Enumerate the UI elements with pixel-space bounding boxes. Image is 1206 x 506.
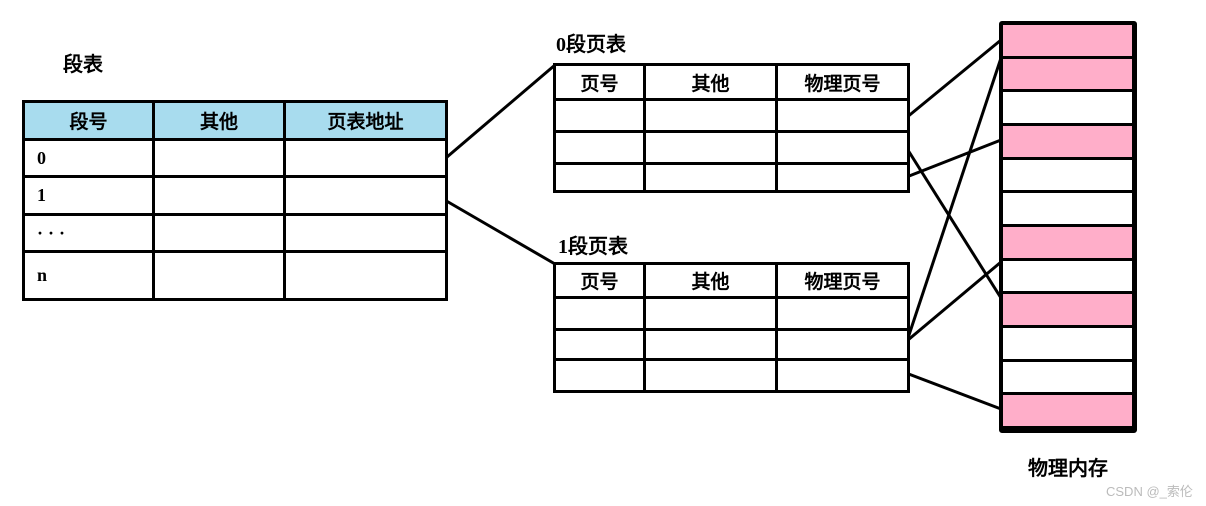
page-table-1: 页号 其他 物理页号 <box>553 262 910 393</box>
table-cell <box>283 250 448 301</box>
header-page-number: 页号 <box>553 63 646 101</box>
table-cell <box>283 138 448 178</box>
table-cell <box>152 138 286 178</box>
table-cell <box>643 162 778 193</box>
table-cell <box>775 98 910 133</box>
table-cell <box>643 296 778 331</box>
memory-cell-10 <box>1003 325 1132 359</box>
memory-cell-7 <box>1003 224 1132 258</box>
table-cell <box>152 213 286 253</box>
page-table-1-row-1 <box>553 296 910 331</box>
table-cell <box>643 328 778 361</box>
page-table-1-row-2 <box>553 328 910 361</box>
page-table-0-row-2 <box>553 130 910 165</box>
table-cell <box>553 162 646 193</box>
header-page-number: 页号 <box>553 262 646 299</box>
table-cell <box>643 130 778 165</box>
memory-cell-4 <box>1003 123 1132 157</box>
header-physical-page-number: 物理页号 <box>775 262 910 299</box>
physical-memory <box>999 21 1137 433</box>
header-other: 其他 <box>152 100 286 141</box>
table-cell <box>775 162 910 193</box>
connector-seg1-to-pagetable1 <box>443 199 556 266</box>
segment-table-header-row: 段号 其他 页表地址 <box>22 100 448 141</box>
connector-pt0r2-to-frame9 <box>904 146 1003 299</box>
memory-cell-8 <box>1003 257 1132 292</box>
memory-cell-9 <box>1003 291 1132 326</box>
segment-table-row-ellipsis: ··· <box>22 213 448 253</box>
connector-pt1r2-to-frame7 <box>907 260 1002 342</box>
segment-table: 段号 其他 页表地址 0 1 ··· n <box>22 100 448 301</box>
connector-seg0-to-pagetable0 <box>447 63 556 157</box>
segment-table-title: 段表 <box>63 54 103 76</box>
table-cell <box>553 296 646 331</box>
segment-table-row-n: n <box>22 250 448 301</box>
table-cell <box>553 98 646 133</box>
memory-cell-11 <box>1003 358 1132 393</box>
segment-number-cell: 1 <box>22 175 155 216</box>
header-physical-page-number: 物理页号 <box>775 63 910 101</box>
page-table-1-row-3 <box>553 358 910 393</box>
header-page-table-address: 页表地址 <box>283 100 448 141</box>
page-table-0-row-3 <box>553 162 910 193</box>
segment-number-cell: 0 <box>22 138 155 178</box>
watermark: CSDN @_索伦 <box>1106 484 1193 499</box>
memory-cell-6 <box>1003 190 1132 225</box>
page-table-0-title: 0段页表 <box>556 34 626 56</box>
table-cell <box>152 175 286 216</box>
connector-pt1r2-to-frame2 <box>906 57 1003 339</box>
page-table-0-row-1 <box>553 98 910 133</box>
physical-memory-label: 物理内存 <box>1028 458 1108 480</box>
header-segment-number: 段号 <box>22 100 155 141</box>
table-cell <box>283 175 448 216</box>
table-cell <box>775 358 910 393</box>
memory-cell-5 <box>1003 156 1132 191</box>
memory-cell-12 <box>1003 392 1132 427</box>
table-cell <box>553 328 646 361</box>
memory-cell-1 <box>1003 25 1132 56</box>
memory-cell-3 <box>1003 89 1132 124</box>
table-cell <box>553 358 646 393</box>
memory-cell-2 <box>1003 55 1132 90</box>
header-other: 其他 <box>643 63 778 101</box>
table-cell <box>775 296 910 331</box>
table-cell <box>643 358 778 393</box>
connector-pt0r1-to-frame1 <box>905 38 1002 120</box>
segment-table-row-1: 1 <box>22 175 448 216</box>
table-cell <box>152 250 286 301</box>
segment-number-cell: ··· <box>22 213 155 253</box>
table-cell <box>283 213 448 253</box>
page-table-1-title: 1段页表 <box>558 236 628 258</box>
segment-table-row-0: 0 <box>22 138 448 178</box>
table-cell <box>775 130 910 165</box>
table-cell <box>775 328 910 361</box>
page-table-0: 页号 其他 物理页号 <box>553 63 910 193</box>
connector-pt1r3-to-frame12 <box>905 371 1002 411</box>
table-cell <box>643 98 778 133</box>
table-cell <box>553 130 646 165</box>
page-table-1-header-row: 页号 其他 物理页号 <box>553 262 910 299</box>
header-other: 其他 <box>643 262 778 299</box>
connector-pt0r3-to-frame4 <box>903 138 1002 180</box>
segment-number-cell: n <box>22 250 155 301</box>
page-table-0-header-row: 页号 其他 物理页号 <box>553 63 910 101</box>
